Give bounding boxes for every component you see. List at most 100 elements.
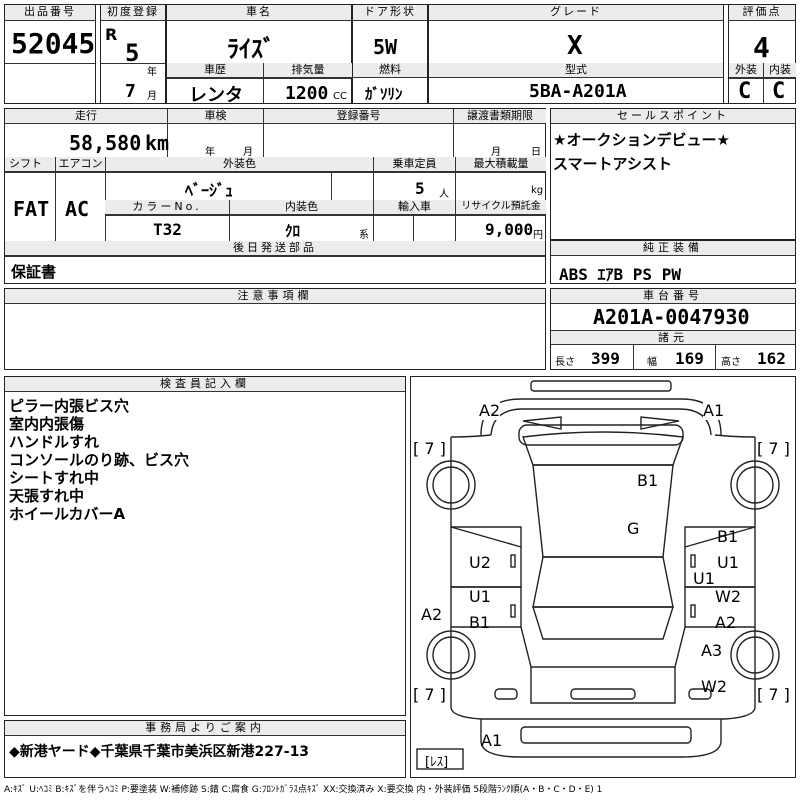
inspector-line-7: ホイールカバーA — [9, 505, 126, 523]
mark-u1-right: U1 — [717, 553, 739, 572]
capacity: 5 — [415, 179, 425, 198]
mark-tire-fr: [ 7 ] — [757, 439, 790, 458]
sales-line-2: スマートアシスト — [553, 155, 672, 173]
color-no: T32 — [153, 220, 182, 239]
office-label: 事務局よりご案内 — [5, 721, 405, 736]
inspector-line-6: 天張すれ中 — [9, 487, 85, 505]
first-reg-label: 初度登録 — [101, 5, 165, 21]
displacement-label: 排気量 — [263, 63, 352, 78]
dims-label: 諸元 — [551, 330, 795, 345]
history-label: 車歴 — [167, 63, 263, 78]
int-color: ｸﾛ — [285, 222, 301, 240]
mark-w2-right-rear: W2 — [701, 677, 727, 696]
mark-u1-left: U1 — [469, 587, 491, 606]
import-label: 輸入車 — [373, 200, 455, 215]
capacity-label: 乗車定員 — [373, 157, 455, 172]
door-cell: ドア形状 5W 燃料 ｶﾞｿﾘﾝ — [352, 4, 428, 104]
int-color-unit: 系 — [359, 230, 369, 241]
height-label: 高さ — [721, 357, 741, 368]
recycle-label: リサイクル預託金 — [455, 200, 546, 215]
door-label: ドア形状 — [353, 5, 427, 21]
recycle: 9,000 — [485, 220, 534, 239]
mark-a3-right: A3 — [701, 641, 723, 660]
mark-u1-right-2: U1 — [693, 569, 715, 588]
office-cell: 事務局よりご案内 ◆新港ヤード◆千葉県千葉市美浜区新港227-13 — [4, 720, 406, 778]
ac: AC — [65, 197, 90, 221]
score: 4 — [753, 31, 770, 64]
grade: X — [567, 31, 583, 61]
inspector-cell: 検査員記入欄 ピラー内張ビス穴 室内内張傷 ハンドルすれ コンソールのり跡、ビス… — [4, 376, 406, 716]
chassis-cell: 車台番号 A201A-0047930 諸元 長さ 399 幅 169 高さ 16… — [550, 288, 796, 370]
grade-cell: グレード X 型式 5BA-A201A — [428, 4, 724, 104]
inspector-line-3: ハンドルすれ — [9, 433, 100, 451]
insp-year-unit: 年 — [205, 147, 215, 158]
ext-label: 外装 — [729, 63, 763, 78]
mark-a2-front-left: A2 — [479, 401, 501, 420]
color-no-label: カラーNo. — [105, 200, 229, 215]
recycle-unit: 円 — [533, 230, 543, 241]
width-label: 幅 — [647, 357, 657, 368]
capacity-unit: 人 — [439, 189, 449, 200]
car-name-label: 車名 — [167, 5, 351, 21]
inspector-line-1: ピラー内張ビス穴 — [9, 397, 130, 415]
mark-spare-less: [ﾚｽ] — [425, 755, 449, 770]
later-parts-label: 後日発送部品 — [5, 241, 545, 256]
mark-a2-right: A2 — [715, 613, 737, 632]
inspector-line-5: シートすれ中 — [9, 469, 100, 487]
score-label: 評価点 — [729, 5, 795, 21]
int-color-label: 内装色 — [229, 200, 373, 215]
load-label: 最大積載量 — [455, 157, 546, 172]
damage-diagram: A2 A1 [ 7 ] [ 7 ] B1 G U2 B1 U1 U1 U1 W2… — [410, 376, 796, 778]
inspector-line-2: 室内内張傷 — [9, 415, 85, 433]
history: レンタ — [189, 85, 243, 106]
fuel-label: 燃料 — [353, 63, 427, 78]
ext-color: ﾍﾞｰｼﾞｭ — [185, 181, 234, 200]
grade-label: グレード — [429, 5, 723, 21]
model-label: 型式 — [429, 63, 723, 78]
mark-b1-right: B1 — [717, 527, 739, 546]
transfer-day-unit: 日 — [531, 147, 541, 158]
detail-block: 走行 車検 登録番号 譲渡書類期限 58,580 km 年 月 月 日 シフト … — [4, 108, 546, 284]
mark-b1-left: B1 — [469, 613, 491, 632]
mark-tire-rr: [ 7 ] — [757, 685, 790, 704]
shift: FAT — [13, 197, 50, 221]
equipment: ABS ｴｱB PS PW — [559, 265, 681, 284]
km-unit: km — [145, 131, 170, 155]
sales-line-1: ★オークションデビュー★ — [553, 131, 730, 149]
inspection-label: 車検 — [167, 109, 263, 124]
transfer-label: 譲渡書類期限 — [453, 109, 546, 124]
model: 5BA-A201A — [529, 81, 627, 102]
era: R — [105, 25, 118, 44]
mark-tire-rl: [ 7 ] — [413, 685, 446, 704]
height: 162 — [757, 349, 786, 368]
car-name: ﾗｲｽﾞ — [227, 35, 275, 63]
transfer-month-unit: 月 — [491, 147, 501, 158]
load-unit: kg — [531, 185, 544, 196]
lot-cell: 出品番号 52045 — [4, 4, 96, 104]
chassis-label: 車台番号 — [551, 289, 795, 304]
car-name-cell: 車名 ﾗｲｽﾞ 車歴 排気量 レンタ 1200 CC — [166, 4, 352, 106]
mark-u2-left: U2 — [469, 553, 491, 572]
displacement: 1200 — [285, 83, 329, 104]
reg-no-label: 登録番号 — [263, 109, 453, 124]
int-label: 内装 — [763, 63, 796, 78]
ext-grade: C — [738, 79, 752, 104]
sales-point-cell: セールスポイント ★オークションデビュー★ スマートアシスト — [550, 108, 796, 240]
notes-label: 注意事項欄 — [5, 289, 545, 304]
month-unit: 月 — [147, 91, 157, 102]
year-unit: 年 — [147, 67, 157, 78]
lot-number: 52045 — [11, 27, 96, 60]
mark-tire-fl: [ 7 ] — [413, 439, 446, 458]
mark-a1-front-right: A1 — [703, 401, 725, 420]
insp-month-unit: 月 — [243, 147, 253, 158]
reg-year: 5 — [125, 39, 140, 67]
chassis-number: A201A-0047930 — [593, 305, 750, 329]
first-reg-cell: 初度登録 R 5 年 7 月 — [100, 4, 166, 104]
mileage-label: 走行 — [5, 109, 167, 124]
car-outline — [416, 380, 780, 770]
lot-label: 出品番号 — [5, 5, 95, 21]
equipment-cell: 純正装備 ABS ｴｱB PS PW — [550, 240, 796, 284]
equipment-label: 純正装備 — [551, 241, 795, 256]
length: 399 — [591, 349, 620, 368]
mark-w2-right: W2 — [715, 587, 741, 606]
